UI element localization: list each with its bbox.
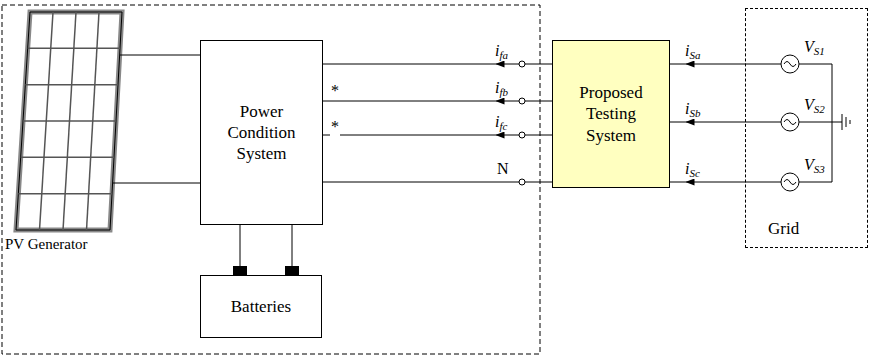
- voltage-label: VS3: [803, 156, 826, 175]
- testing-box: Proposed Testing System: [552, 40, 670, 188]
- current-label: ifb: [494, 79, 509, 98]
- wire-connector: [323, 101, 552, 102]
- symbol-subscript: S2: [814, 103, 825, 115]
- system-enclosure: [2, 5, 540, 354]
- pv-wire: [120, 55, 200, 56]
- current-label: iSb: [684, 100, 701, 119]
- wire-connector: [323, 135, 552, 136]
- current-label: N: [496, 160, 510, 178]
- asterisk-mark: *: [330, 118, 340, 136]
- voltage-label: VS1: [803, 38, 826, 57]
- symbol-letter: V: [804, 96, 814, 113]
- symbol-subscript: fc: [499, 120, 507, 132]
- process-box: Power Condition System: [200, 40, 323, 225]
- asterisk-mark: *: [330, 82, 340, 100]
- battery-box: Batteries: [200, 275, 322, 338]
- current-label: iSc: [684, 160, 701, 179]
- symbol-letter: V: [804, 38, 814, 55]
- wire-connector: [670, 122, 745, 123]
- terminal-circles: [519, 61, 525, 185]
- symbol-subscript: fb: [499, 86, 508, 98]
- symbol-subscript: fa: [499, 49, 508, 61]
- symbol-subscript: S3: [814, 163, 825, 175]
- symbol-subscript: Sb: [689, 107, 700, 119]
- node-text: Grid: [768, 218, 799, 239]
- wire-connector: [670, 64, 745, 65]
- panel-label: PV Generator: [4, 236, 89, 253]
- voltage-label: VS2: [803, 96, 826, 115]
- pv-panel: [16, 12, 122, 230]
- wire-connector: [670, 182, 745, 183]
- symbol-letter: i: [685, 42, 689, 59]
- symbol-subscript: Sc: [689, 167, 699, 179]
- symbol-letter: i: [685, 160, 689, 177]
- symbol-letter: i: [495, 79, 499, 96]
- node-text: Batteries: [231, 296, 291, 317]
- node-text: Power Condition System: [207, 101, 316, 165]
- wire-connector: [323, 182, 552, 183]
- current-label: ifa: [494, 42, 509, 61]
- node-text: Proposed Testing System: [559, 82, 663, 146]
- symbol-letter: i: [495, 113, 499, 130]
- symbol-letter: i: [495, 42, 499, 59]
- current-label: ifc: [494, 113, 508, 132]
- symbol-letter: V: [804, 156, 814, 173]
- symbol-letter: i: [685, 100, 689, 117]
- symbol-subscript: Sa: [689, 49, 700, 61]
- wire-connector: [323, 64, 552, 65]
- symbol-subscript: S1: [814, 45, 825, 57]
- pv-wire: [113, 183, 200, 184]
- current-label: iSa: [684, 42, 701, 61]
- voltage-sources: [745, 55, 850, 191]
